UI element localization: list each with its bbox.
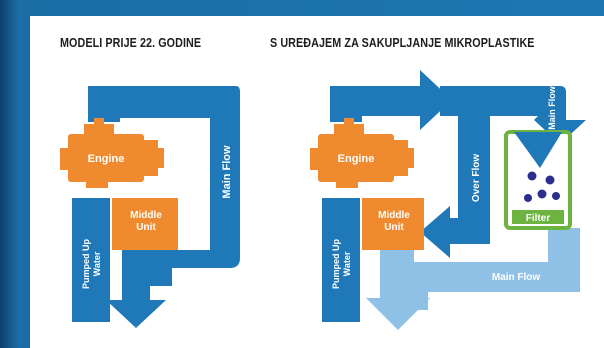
- left-middle-label-2: Unit: [136, 222, 156, 233]
- left-engine-label: Engine: [88, 153, 125, 165]
- right-middle-label-1: Middle: [378, 210, 410, 221]
- right-top-flow-2: [440, 86, 586, 144]
- right-microplastic-particles: [524, 171, 560, 202]
- left-diagram: Engine Middle Unit Pumped Up Water Main …: [60, 86, 240, 328]
- right-middle-unit: [362, 198, 424, 250]
- left-engine-icon: [60, 118, 164, 188]
- right-main-flow-vertical-label: Main Flow: [547, 85, 557, 129]
- right-diagram: Engine Middle Unit Pumped Up Water Over …: [310, 70, 586, 330]
- right-middle-label-2: Unit: [384, 222, 404, 233]
- left-pumped-column: [72, 198, 110, 322]
- right-pumped-label-2: Water: [342, 251, 352, 276]
- right-over-flow-label: Over Flow: [471, 154, 482, 203]
- left-pumped-label-2: Water: [92, 251, 102, 276]
- title-left: MODELI PRIJE 22. GODINE: [60, 36, 202, 50]
- right-filter-label: Filter: [526, 213, 551, 224]
- left-pumped-label-1: Pumped Up: [81, 239, 91, 290]
- title-right: S UREĐAJEM ZA SAKUPLJANJE MIKROPLASTIKE: [270, 36, 535, 50]
- left-main-flow-loop: [88, 86, 240, 286]
- right-engine-label: Engine: [338, 153, 375, 165]
- right-pumped-label-1: Pumped Up: [331, 239, 341, 290]
- left-main-flow-label: Main Flow: [221, 145, 233, 199]
- right-pumped-column: [322, 198, 360, 322]
- right-top-flow: [330, 70, 452, 130]
- right-engine-icon: [310, 118, 414, 188]
- left-middle-label-1: Middle: [130, 210, 162, 221]
- right-main-flow-horizontal-label: Main Flow: [492, 272, 541, 283]
- right-filter-box: [504, 130, 572, 230]
- right-light-arrow: [366, 250, 430, 330]
- left-main-arrow: [106, 240, 166, 328]
- right-over-flow: [420, 112, 490, 258]
- right-light-flow: [400, 228, 580, 310]
- left-middle-unit: [112, 198, 178, 250]
